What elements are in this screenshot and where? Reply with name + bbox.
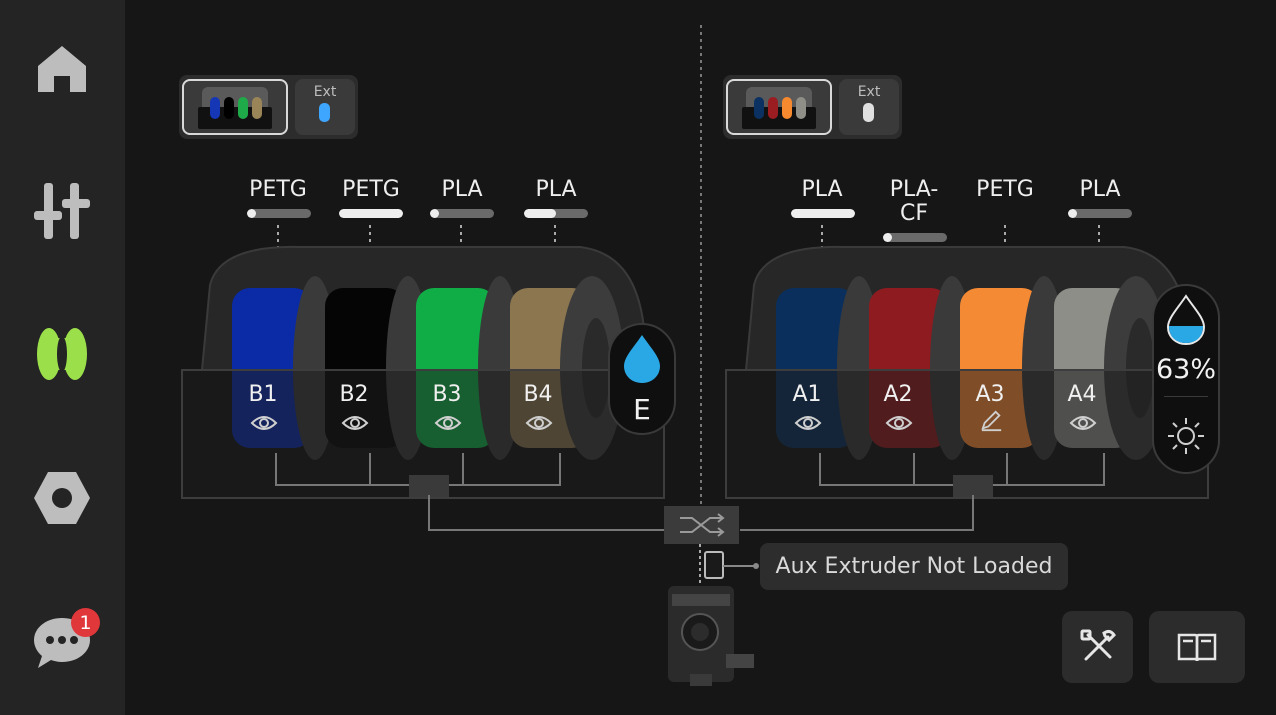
- slot-a3-material: PETG: [976, 177, 1034, 202]
- unit-a-ams-graphic: [725, 225, 1209, 499]
- unit-b-view-tabs: Ext: [179, 75, 358, 139]
- filament-hub: [664, 506, 739, 544]
- unit-a-humidity-value: 63%: [1155, 354, 1216, 385]
- slot-b2-remaining-bar: [339, 209, 403, 218]
- slot-b3-remaining-bar: [430, 209, 494, 218]
- slot-a4-remaining-bar: [1068, 209, 1132, 218]
- eye-icon[interactable]: [250, 412, 278, 434]
- nav-filament[interactable]: [22, 314, 102, 394]
- nav-home[interactable]: [22, 28, 102, 108]
- slot-b3-label[interactable]: B3: [432, 382, 462, 407]
- slot-b4-material: PLA: [535, 177, 577, 202]
- sliders-icon: [34, 183, 90, 239]
- unit-a-humidity-pill[interactable]: 63%: [1152, 284, 1220, 474]
- slot-a3-label[interactable]: A3: [975, 382, 1005, 407]
- book-icon: [1177, 633, 1217, 662]
- slot-b1-remaining-bar: [247, 209, 311, 218]
- unit-a-preview-icon: [742, 87, 816, 129]
- slot-b1-material: PETG: [249, 177, 307, 202]
- slot-a1-remaining-bar: [791, 209, 855, 218]
- hex-nut-icon: [34, 472, 90, 524]
- tools-icon: [1080, 629, 1116, 661]
- slot-b2-label[interactable]: B2: [339, 382, 369, 407]
- eye-icon[interactable]: [434, 412, 462, 434]
- shuffle-icon: [680, 513, 725, 537]
- pencil-icon[interactable]: [978, 410, 1006, 432]
- ext-label: Ext: [857, 84, 881, 100]
- humidity-drop-icon: [1166, 294, 1206, 346]
- slot-a4-material: PLA: [1079, 177, 1121, 202]
- slot-a1-label[interactable]: A1: [792, 382, 822, 407]
- filament-routing-lines: [428, 495, 974, 531]
- slot-b4-remaining-bar: [524, 209, 588, 218]
- eye-icon[interactable]: [885, 412, 913, 434]
- home-icon: [38, 46, 86, 92]
- unit-a-ext-tab[interactable]: Ext: [839, 79, 899, 135]
- slot-a1-material: PLA: [801, 177, 843, 202]
- eye-icon[interactable]: [525, 412, 553, 434]
- ext-spool-icon: [863, 103, 874, 122]
- slot-b1-label[interactable]: B1: [248, 382, 278, 407]
- sun-icon[interactable]: [1164, 414, 1208, 458]
- notification-badge: 1: [71, 608, 100, 637]
- ext-spool-icon: [319, 103, 330, 122]
- pill-divider: [1164, 396, 1208, 397]
- slot-b4-label[interactable]: B4: [523, 382, 553, 407]
- sidebar: 1: [0, 0, 125, 715]
- slot-a4-label[interactable]: A4: [1067, 382, 1097, 407]
- unit-b-humidity-pill[interactable]: E: [608, 323, 676, 435]
- unit-divider: [700, 25, 702, 505]
- eye-icon[interactable]: [1069, 412, 1097, 434]
- nav-settings[interactable]: [22, 458, 102, 538]
- slot-a2-remaining-bar: [883, 233, 947, 242]
- slot-a2-label[interactable]: A2: [883, 382, 913, 407]
- ext-label: Ext: [313, 84, 337, 100]
- unit-b-tab[interactable]: [182, 79, 288, 135]
- humidity-drop-icon: [624, 335, 660, 383]
- slot-b2-material: PETG: [342, 177, 400, 202]
- eye-icon[interactable]: [341, 412, 369, 434]
- unit-b-humidity-value: E: [633, 393, 651, 426]
- slot-a2-material: PLA- CF: [889, 177, 939, 226]
- unit-b-ams-graphic: [181, 225, 665, 499]
- tools-button[interactable]: [1062, 611, 1133, 683]
- guide-button[interactable]: [1149, 611, 1245, 683]
- unit-a-view-tabs: Ext: [723, 75, 902, 139]
- nav-controls[interactable]: [22, 171, 102, 251]
- aux-extruder-status: Aux Extruder Not Loaded: [760, 543, 1068, 590]
- unit-a-tab[interactable]: [726, 79, 832, 135]
- eye-icon[interactable]: [794, 412, 822, 434]
- slot-b3-material: PLA: [441, 177, 483, 202]
- unit-b-ext-tab[interactable]: Ext: [295, 79, 355, 135]
- toolhead-illustration: [668, 544, 759, 686]
- unit-b-preview-icon: [198, 87, 272, 129]
- filament-spool-icon: [37, 328, 87, 380]
